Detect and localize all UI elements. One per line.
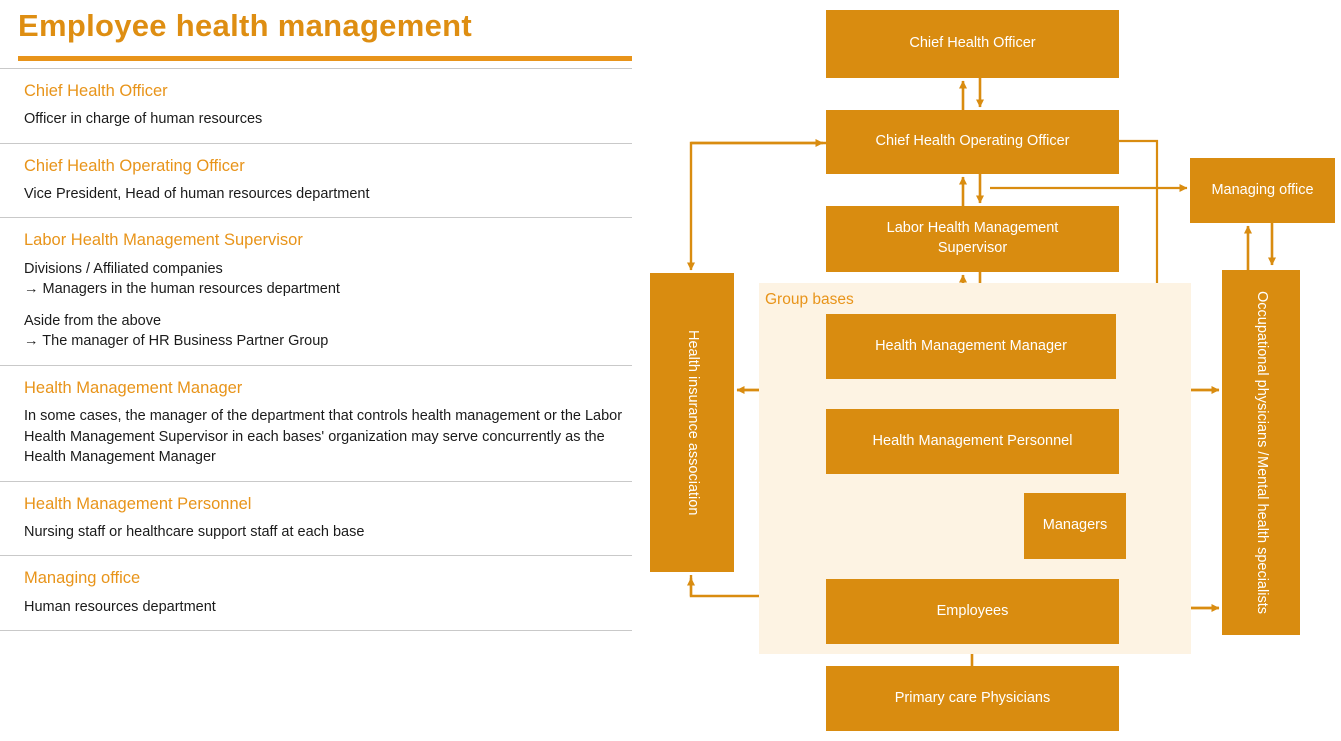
glossary-definition: Nursing staff or healthcare support staf… <box>24 523 365 540</box>
title-accent-rule <box>18 56 632 61</box>
node-label: Mental health specialists <box>1253 455 1270 614</box>
glossary-term: Chief Health Operating Officer <box>24 156 245 175</box>
node-label: Health Management Manager <box>875 337 1067 354</box>
node-label: Managers <box>1042 517 1108 534</box>
glossary-definition: Human resources department <box>24 598 216 615</box>
glossary-term: Health Management Manager <box>24 378 243 397</box>
node-label: Chief Health Operating Officer <box>875 133 1070 150</box>
node-employees[interactable]: Employees <box>826 579 1119 644</box>
glossary-term: Health Management Personnel <box>24 494 252 513</box>
glossary-definition: Divisions / Affiliated companies → Manag… <box>24 260 340 298</box>
node-label: Occupational physicians / <box>1253 291 1270 456</box>
glossary-definition: Officer in charge of human resources <box>24 111 263 128</box>
node-label: Health insurance association <box>684 329 701 516</box>
list-item: Chief Health Operating Officer Vice Pres… <box>0 142 632 218</box>
glossary-term: Managing office <box>24 569 141 588</box>
group-bases-label: Group bases <box>765 291 854 308</box>
node-chief-health-operating-officer[interactable]: Chief Health Operating Officer <box>826 110 1119 174</box>
node-label: Employees <box>936 602 1009 619</box>
node-managers[interactable]: Managers <box>1024 493 1126 559</box>
node-label: Primary care Physicians <box>894 689 1051 706</box>
node-health-insurance-association[interactable]: Health insurance association <box>650 273 734 572</box>
node-label: Chief Health Officer <box>909 35 1036 52</box>
glossary-definition: In some cases, the manager of the depart… <box>24 408 623 466</box>
node-labor-health-management-supervisor[interactable]: Labor Health Management Supervisor <box>826 206 1119 272</box>
node-managing-office[interactable]: Managing office <box>1190 158 1335 223</box>
glossary-list: Chief Health Officer Officer in charge o… <box>0 69 632 632</box>
node-occupational-physicians-mental-health-specialists[interactable]: Occupational physicians / Mental health … <box>1222 270 1300 635</box>
node-health-management-manager[interactable]: Health Management Manager <box>826 314 1116 379</box>
title-divider <box>0 68 632 69</box>
glossary-term: Chief Health Officer <box>24 82 168 100</box>
list-item: Health Management Personnel Nursing staf… <box>0 480 632 556</box>
node-label: Labor Health Management Supervisor <box>886 220 1059 256</box>
node-chief-health-officer[interactable]: Chief Health Officer <box>826 10 1119 78</box>
list-item: Chief Health Officer Officer in charge o… <box>0 69 632 143</box>
list-item: Health Management Manager In some cases,… <box>0 364 632 481</box>
node-primary-care-physicians[interactable]: Primary care Physicians <box>826 666 1119 731</box>
node-label: Managing office <box>1211 181 1314 198</box>
glossary-definition: Aside from the above → The manager of HR… <box>24 312 329 350</box>
glossary-term: Labor Health Management Supervisor <box>24 231 303 250</box>
page-title: Employee health management <box>18 8 472 43</box>
glossary-panel: Employee health management Chief Health … <box>0 0 632 741</box>
node-label: Health Management Personnel <box>872 432 1073 449</box>
list-item: Labor Health Management Supervisor Divis… <box>0 217 632 364</box>
glossary-definition: Vice President, Head of human resources … <box>24 185 370 202</box>
list-item: Managing office Human resources departme… <box>0 555 632 632</box>
node-health-management-personnel[interactable]: Health Management Personnel <box>826 409 1119 474</box>
